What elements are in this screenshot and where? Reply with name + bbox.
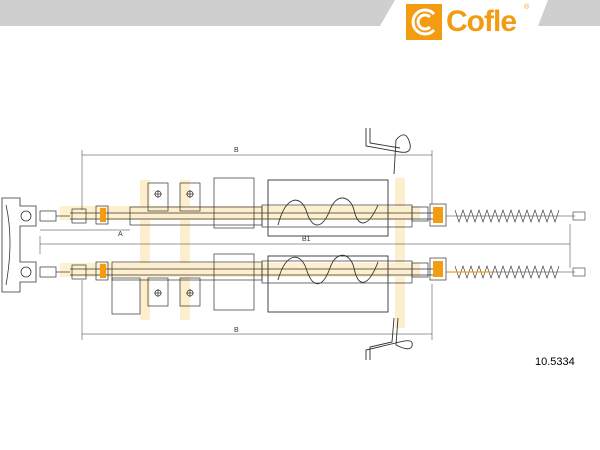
top-bolt-holes [154,190,194,198]
bottom-hook [365,317,413,360]
top-spring [446,209,586,223]
top-hook [365,128,411,175]
highlight-overlays [60,178,420,328]
dimension-label-b1: B1 [302,236,311,243]
brand-name: Cofle [446,5,517,38]
dimension-lines [39,150,571,340]
cofle-c-logo-icon [406,4,442,40]
dimension-label-top-b: B [234,147,239,154]
part-number: 10.5334 [535,356,575,368]
registered-mark: ® [524,4,530,11]
bottom-coil-section [267,254,389,313]
bottom-cable [70,253,447,315]
bottom-spring [446,265,586,279]
bottom-bolt-holes [154,289,194,297]
dimension-label-a: A [118,231,123,238]
top-banner-right [538,0,600,26]
brand-logo: Cofle ® [406,2,529,42]
top-cable [70,177,447,229]
dimension-label-bottom-b: B [234,327,239,334]
left-connectors [39,210,70,278]
top-banner-left [0,0,395,26]
left-mount-bracket [1,197,37,293]
top-coil-section [267,179,389,237]
